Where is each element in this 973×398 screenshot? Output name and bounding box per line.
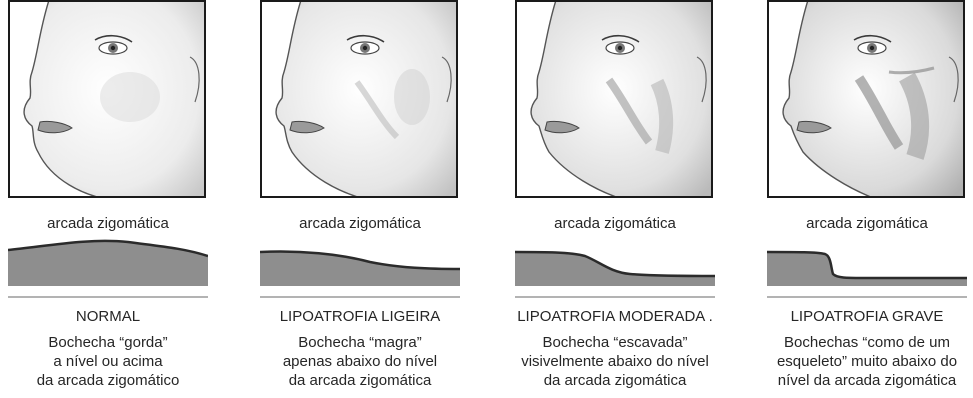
cheek-profile-moderada xyxy=(515,250,715,286)
grade-title: LIPOATROFIA MODERADA . xyxy=(517,308,713,325)
zygomatic-label: arcada zigomática xyxy=(806,215,928,232)
zygomatic-baseline xyxy=(767,296,967,298)
grade-title: NORMAL xyxy=(75,308,141,325)
face-drawing xyxy=(262,2,456,196)
face-drawing xyxy=(769,2,963,196)
description-line: apenas abaixo do nível xyxy=(282,353,438,370)
face-illustration-ligeira xyxy=(260,0,458,198)
description-line: visivelmente abaixo do nível xyxy=(521,353,709,370)
grade-title: LIPOATROFIA LIGEIRA xyxy=(279,308,441,325)
cheek-profile-normal xyxy=(8,239,208,286)
cheek-profile-ligeira xyxy=(260,250,460,286)
panel-moderada: arcada zigomática LIPOATROFIA MODERADA .… xyxy=(515,0,715,398)
grade-description: Bochecha “gorda” a nível ou acima da arc… xyxy=(0,333,223,390)
face-illustration-normal xyxy=(8,0,206,198)
description-line: Bochecha “escavada” xyxy=(542,334,688,351)
panel-grave: arcada zigomática LIPOATROFIA GRAVE Boch… xyxy=(767,0,967,398)
face-illustration-grave xyxy=(767,0,965,198)
description-line: da arcada zigomática xyxy=(543,372,687,389)
zygomatic-label: arcada zigomática xyxy=(299,215,421,232)
zygomatic-label: arcada zigomática xyxy=(554,215,676,232)
panel-normal: arcada zigomática NORMAL Bochecha “gorda… xyxy=(8,0,208,398)
description-line: a nível ou acima xyxy=(53,353,163,370)
zygomatic-baseline xyxy=(8,296,208,298)
zygomatic-label: arcada zigomática xyxy=(47,215,169,232)
description-line: Bochecha “magra” xyxy=(298,334,422,351)
description-line: da arcada zigomática xyxy=(288,372,432,389)
zygomatic-baseline xyxy=(260,296,460,298)
face-drawing xyxy=(10,2,204,196)
description-line: Bochecha “gorda” xyxy=(48,334,168,351)
cheek-profile-grave xyxy=(767,250,967,286)
description-line: nível da arcada zigomática xyxy=(777,372,957,389)
face-illustration-moderada xyxy=(515,0,713,198)
zygomatic-baseline xyxy=(515,296,715,298)
grade-description: Bochecha “magra” apenas abaixo do nível … xyxy=(245,333,475,390)
grade-title: LIPOATROFIA GRAVE xyxy=(790,308,944,325)
panel-ligeira: arcada zigomática LIPOATROFIA LIGEIRA Bo… xyxy=(260,0,460,398)
grade-description: Bochecha “escavada” visivelmente abaixo … xyxy=(500,333,730,390)
grade-description: Bochechas “como de um esqueleto” muito a… xyxy=(752,333,973,390)
description-line: Bochechas “como de um xyxy=(784,334,950,351)
description-line: da arcada zigomático xyxy=(36,372,180,389)
description-line: esqueleto” muito abaixo do xyxy=(776,353,958,370)
face-drawing xyxy=(517,2,711,196)
